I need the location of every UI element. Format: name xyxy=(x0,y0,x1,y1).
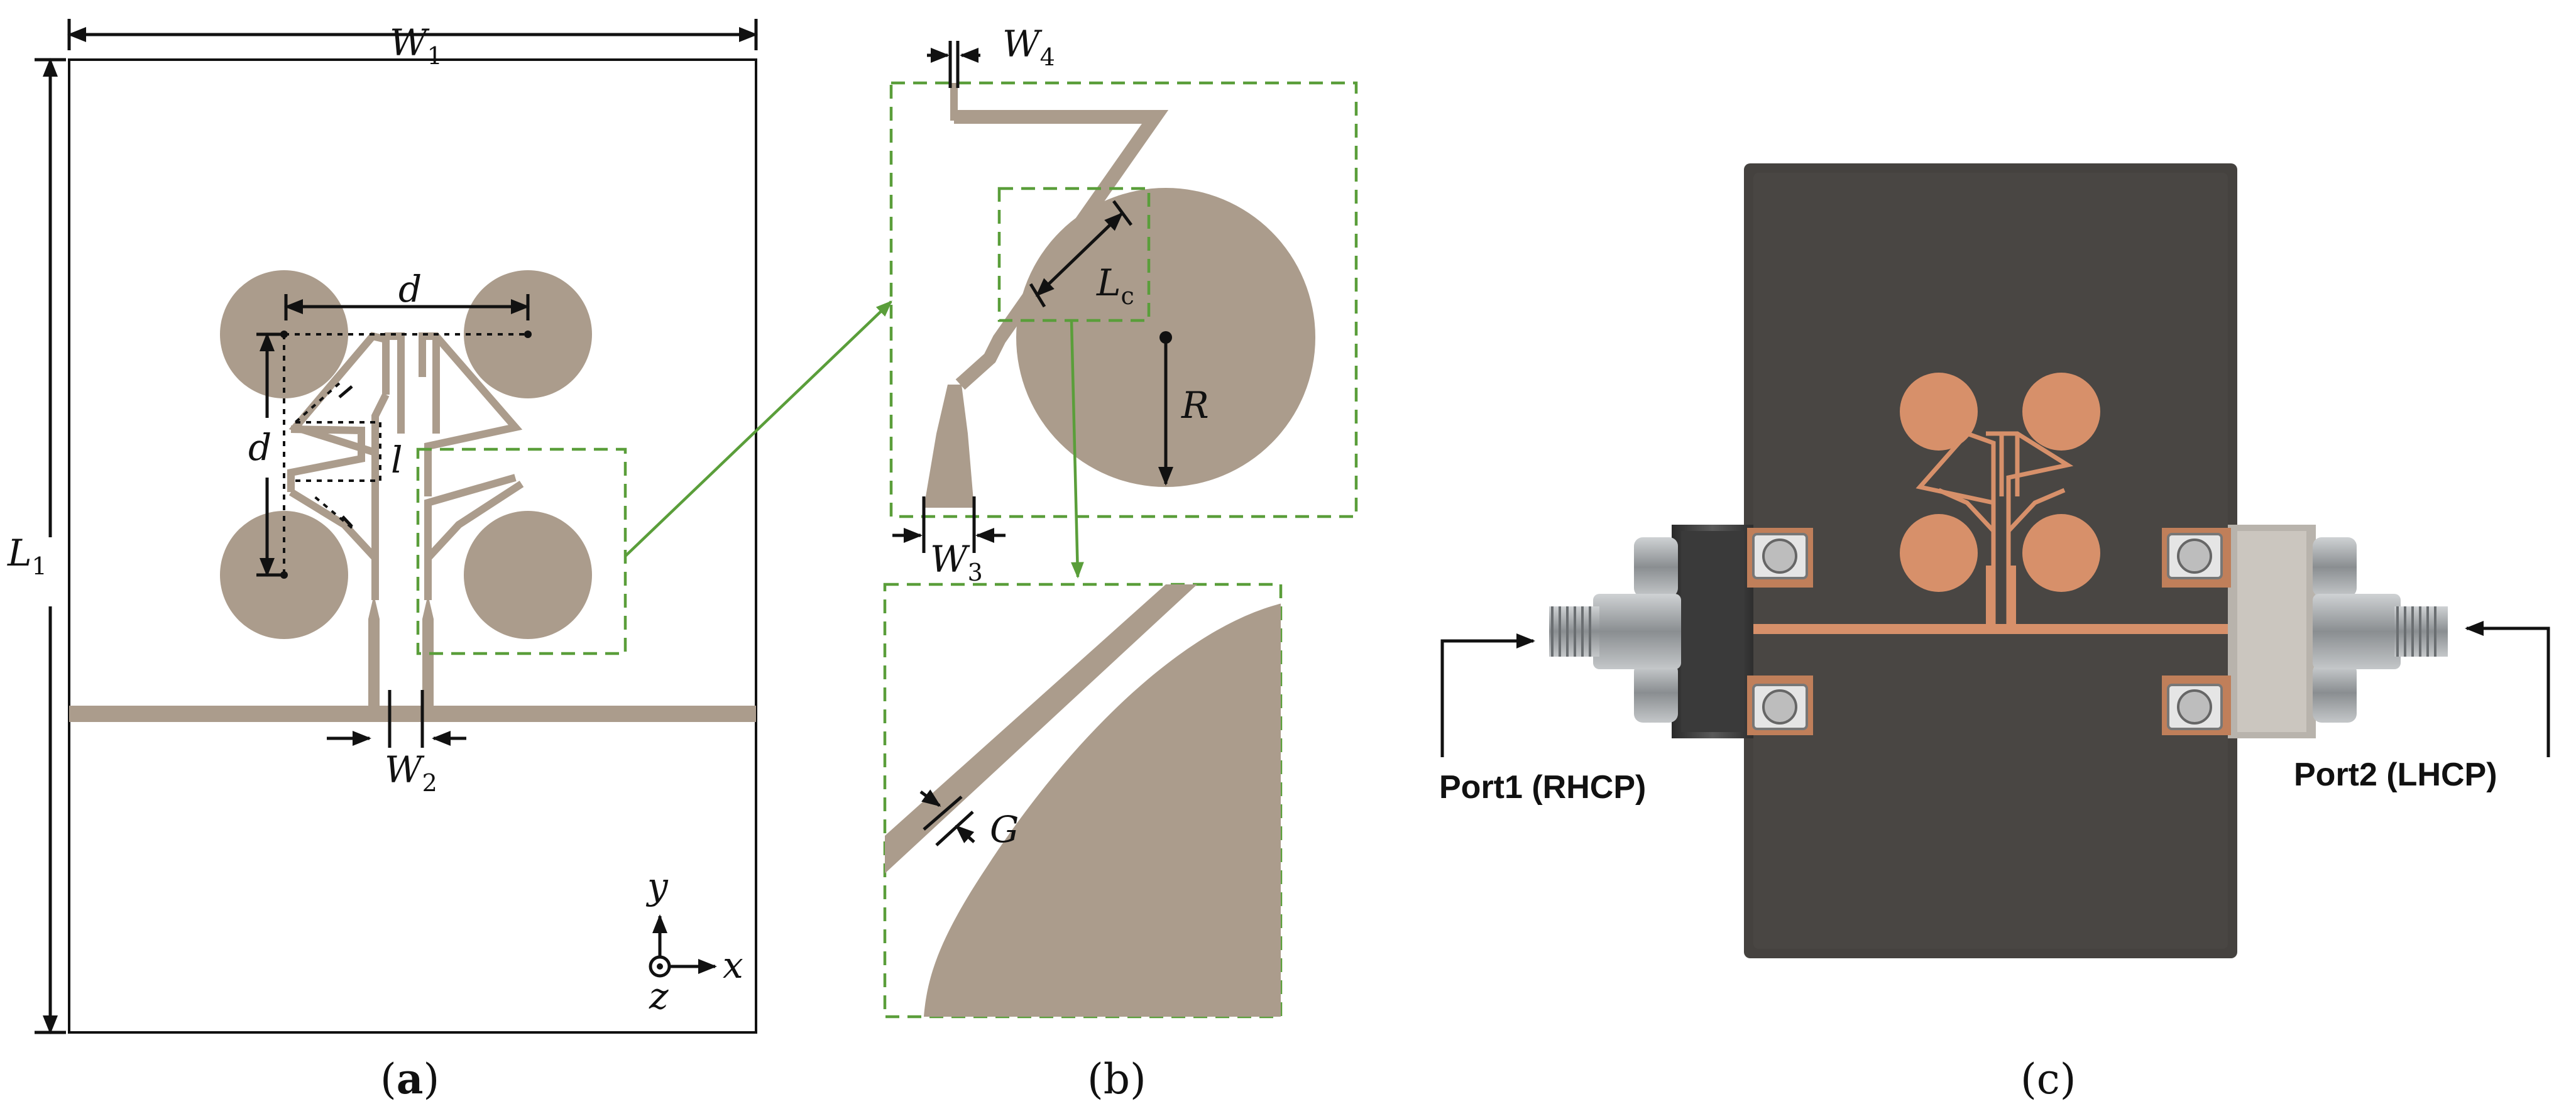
panel-b: Lc R W3 W4 G (b) xyxy=(883,23,1358,1103)
patch-bottom-right xyxy=(464,511,592,639)
label-l: l xyxy=(391,439,403,481)
connector-right xyxy=(2162,525,2448,738)
label-W1: W1 xyxy=(390,21,442,70)
substrate-outline xyxy=(68,58,757,1034)
feed-network xyxy=(69,332,756,722)
label-port1: Port1 (RHCP) xyxy=(1439,769,1646,806)
connector-left xyxy=(1549,525,1813,738)
port2-arrow xyxy=(2465,621,2550,757)
label-axis-x: x xyxy=(723,944,743,987)
label-G: G xyxy=(990,808,1019,851)
bottom-feed-line xyxy=(69,706,756,722)
zoom-box-b-inner xyxy=(997,187,1151,322)
zoom-box-b-gap xyxy=(883,583,1283,1019)
label-W4: W4 xyxy=(1002,23,1055,71)
coordinate-axes xyxy=(649,914,717,978)
label-axis-z: z xyxy=(649,975,669,1017)
caption-a: (a) xyxy=(380,1054,439,1103)
label-R: R xyxy=(1181,384,1209,427)
caption-b: (b) xyxy=(1087,1055,1146,1103)
panel-c: Port1 (RHCP) Port2 (LHCP) (c) xyxy=(1439,163,2550,1103)
label-L1: L1 xyxy=(7,532,47,580)
port1-arrow xyxy=(1440,633,1535,757)
zoom-box-a xyxy=(416,447,627,655)
panel-a: W1 L1 d d l W2 y x z (a) xyxy=(7,19,892,1103)
guide-lines xyxy=(283,333,528,575)
label-W3: W3 xyxy=(930,538,983,586)
copper-pattern xyxy=(1744,373,2237,634)
label-Lc: Lc xyxy=(1096,261,1134,310)
label-port2: Port2 (LHCP) xyxy=(2294,757,2497,793)
zoom-box-b-main xyxy=(889,81,1358,518)
label-d-horizontal: d xyxy=(398,268,422,310)
label-axis-y: y xyxy=(645,865,669,907)
dimension-arrows-a xyxy=(35,19,758,1034)
caption-c: (c) xyxy=(2020,1055,2076,1103)
label-d-vertical: d xyxy=(248,426,271,469)
label-W2: W2 xyxy=(385,748,437,797)
